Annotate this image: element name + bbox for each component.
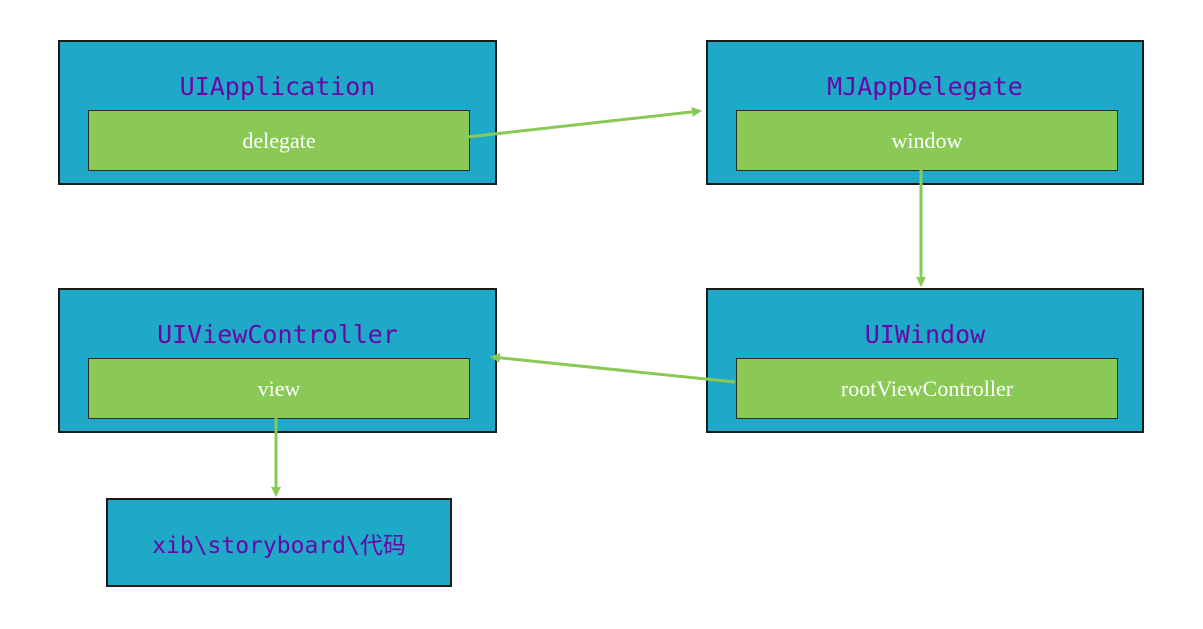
uiwindow-title: UIWindow: [864, 320, 986, 349]
arrow-rootviewcontroller-to-uiviewcontroller: [490, 352, 736, 384]
mjappdelegate-title: MJAppDelegate: [827, 72, 1023, 101]
arrow-delegate-to-mjappdelegate: [466, 106, 702, 139]
uiviewcontroller-title: UIViewController: [157, 320, 398, 349]
source-title: xib\storyboard\代码: [152, 532, 406, 559]
uiviewcontroller-box: UIViewController view: [58, 288, 497, 433]
uiapplication-box: UIApplication delegate: [58, 40, 497, 185]
uiwindow-box: UIWindow rootViewController: [706, 288, 1144, 433]
uiwindow-rootviewcontroller-field: rootViewController: [736, 358, 1118, 419]
uiapplication-title: UIApplication: [179, 72, 376, 101]
uiapplication-delegate-field: delegate: [88, 110, 470, 171]
mjappdelegate-window-field: window: [736, 110, 1118, 171]
source-box: xib\storyboard\代码: [106, 498, 452, 587]
uiviewcontroller-view-field: view: [88, 358, 470, 419]
mjappdelegate-box: MJAppDelegate window: [706, 40, 1144, 185]
